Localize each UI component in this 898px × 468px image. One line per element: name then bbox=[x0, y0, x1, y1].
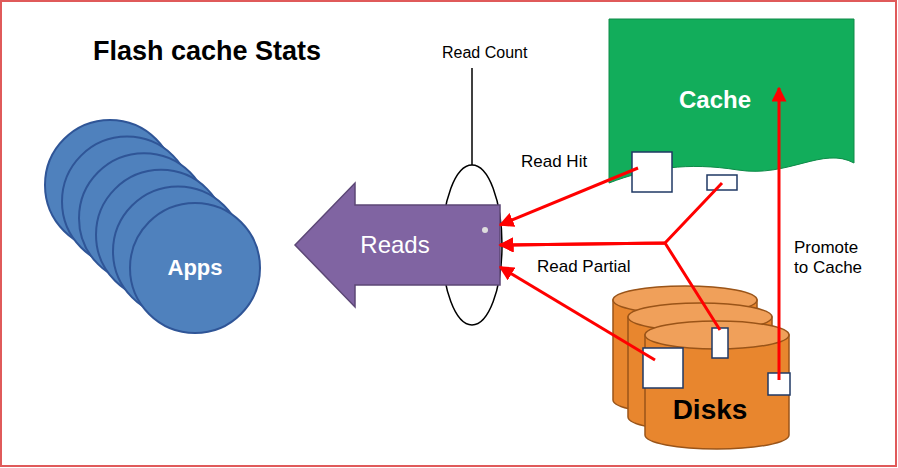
flow-arrow bbox=[500, 267, 655, 360]
shape-outline bbox=[40, 115, 265, 340]
edge-label-holder: Read Hit bbox=[519, 152, 589, 172]
label-holder: Disks bbox=[673, 394, 748, 426]
cache-shape: Cache bbox=[608, 18, 856, 194]
shape-outline bbox=[610, 285, 795, 451]
cache-block bbox=[632, 152, 672, 192]
node-label: Reads bbox=[360, 231, 429, 259]
cache-block bbox=[707, 175, 737, 190]
disk-block bbox=[712, 328, 728, 358]
flow-arrow bbox=[500, 168, 638, 225]
node-label: Cache bbox=[679, 86, 751, 114]
reads-arrow: Reads bbox=[295, 183, 500, 307]
read-dot bbox=[482, 227, 488, 233]
callout-label: Read Count bbox=[440, 44, 529, 62]
edge-label: Read Partial bbox=[535, 257, 633, 277]
apps-stack: Apps bbox=[40, 115, 265, 340]
arrow-shape bbox=[295, 183, 500, 307]
label-holder: Reads bbox=[360, 231, 429, 259]
flow-arrow bbox=[778, 88, 781, 380]
edge-label: Promote to Cache bbox=[792, 238, 874, 278]
leader-line bbox=[471, 68, 473, 165]
edge-label-holder: Promote to Cache bbox=[792, 238, 874, 278]
edge-label: Read Hit bbox=[519, 152, 589, 172]
disk-block bbox=[643, 348, 683, 388]
node-label: Disks bbox=[673, 394, 748, 426]
label-holder: Apps bbox=[168, 255, 223, 281]
label-holder: Read Count bbox=[440, 44, 529, 62]
flow-arrow bbox=[500, 183, 722, 245]
label-holder: Cache bbox=[679, 86, 751, 114]
disk-stack: Disks bbox=[610, 285, 795, 451]
title-holder: Flash cache Stats bbox=[93, 36, 321, 67]
edge-label-holder: Read Partial bbox=[535, 257, 633, 277]
app-circle bbox=[130, 203, 260, 333]
node-label: Apps bbox=[168, 255, 223, 281]
diagram-title: Flash cache Stats bbox=[93, 36, 321, 67]
